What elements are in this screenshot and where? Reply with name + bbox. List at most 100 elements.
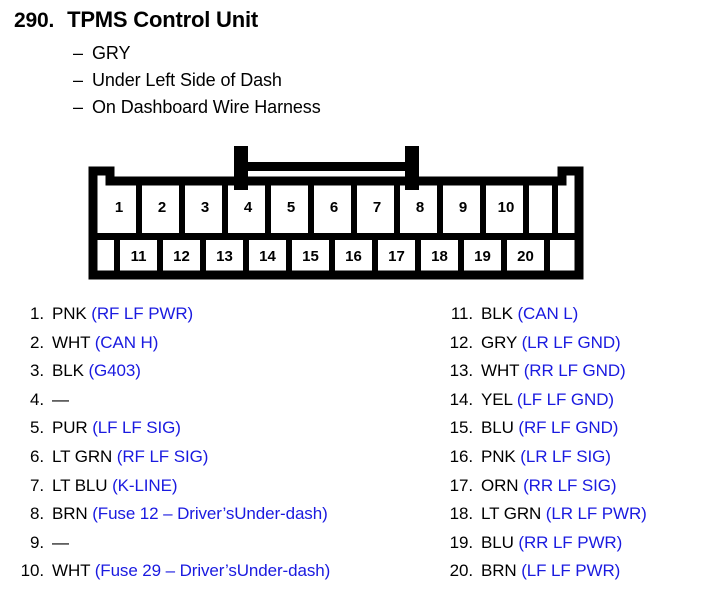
connector-outline-svg [88, 146, 584, 280]
pin-list-number: 13. [449, 361, 473, 381]
pin-list-number: 5. [30, 418, 44, 438]
connector-pin-11[interactable]: 11 [130, 248, 147, 265]
row-divider [93, 233, 579, 240]
pin-signal-name: (CAN L) [517, 304, 579, 323]
pin-list-number: 8. [30, 504, 44, 524]
pin-signal-name: (LF LF GND) [516, 389, 614, 409]
pin-signal-name: (RF LF PWR) [91, 304, 194, 323]
pin-signal-name: (LF LF PWR) [521, 561, 621, 581]
pin-list-item: 18.LT GRN (LR LF PWR) [443, 500, 703, 529]
connector-pin-5[interactable]: 5 [286, 199, 296, 216]
pin-wire-color: BLU [481, 418, 514, 438]
pin-signal-name: (CAN H) [94, 332, 159, 352]
detail-text: GRY [92, 43, 131, 63]
pin-list-item: 9. — [18, 529, 438, 558]
connector-pin-1[interactable]: 1 [114, 199, 124, 216]
connector-pin-13[interactable]: 13 [216, 248, 233, 265]
pin-list-number: 17. [449, 475, 473, 495]
pin-list-number: 19. [449, 532, 473, 552]
pin-list-item: 17.ORN (RR LF SIG) [443, 472, 703, 501]
connector-pin-4[interactable]: 4 [243, 199, 253, 216]
pin-list-item: 6. LT GRN (RF LF SIG) [18, 443, 438, 472]
bottom-row-separators [114, 238, 550, 275]
connector-pin-8[interactable]: 8 [415, 199, 425, 216]
pin-wire-color: WHT [481, 361, 520, 381]
connector-pin-12[interactable]: 12 [173, 248, 190, 265]
connector-pin-9[interactable]: 9 [458, 199, 468, 216]
pin-list-item: 3.BLK (G403) [18, 357, 438, 386]
pin-list-number: 18. [449, 504, 473, 524]
pin-list-item: 16. PNK (LR LF SIG) [443, 443, 703, 472]
pin-signal-name: (LF LF SIG) [92, 418, 181, 438]
pin-list-item: 13. WHT (RR LF GND) [443, 357, 703, 386]
pin-list-item: 14. YEL (LF LF GND) [443, 386, 703, 415]
bullet-dash-icon: – [73, 43, 83, 63]
pin-signal-name: (LR LF GND) [521, 332, 621, 352]
title-number: 290. [14, 9, 55, 32]
pin-list-item: 19.BLU (RR LF PWR) [443, 529, 703, 558]
connector-pin-7[interactable]: 7 [372, 199, 382, 216]
pin-list-number: 6. [30, 446, 44, 466]
connector-pin-17[interactable]: 17 [388, 248, 405, 265]
pin-list-item: 12.GRY (LR LF GND) [443, 329, 703, 358]
connector-pin-20[interactable]: 20 [517, 248, 534, 265]
bullet-dash-icon: – [73, 70, 83, 90]
pin-signal-name: (Fuse 29 – Driver’sUnder-dash) [94, 561, 331, 581]
pin-wire-color: BLK [481, 304, 513, 323]
pin-list-item: 15.BLU (RF LF GND) [443, 414, 703, 443]
pin-list-number: 9. [30, 532, 44, 552]
connector-diagram: 1 2 3 4 5 6 7 8 9 10 11 12 13 14 15 16 1… [88, 143, 584, 280]
pin-signal-name: (RF LF SIG) [116, 446, 209, 466]
pin-list-item: 8.BRN (Fuse 12 – Driver’sUnder-dash) [18, 500, 438, 529]
connector-pin-16[interactable]: 16 [345, 248, 362, 265]
pin-wire-color: WHT [52, 332, 91, 352]
connector-pin-15[interactable]: 15 [302, 248, 319, 265]
pin-list-number: 14. [449, 389, 473, 409]
connector-pin-18[interactable]: 18 [431, 248, 448, 265]
pin-list-item: 7.LT BLU (K-LINE) [18, 472, 438, 501]
pin-list-number: 10. [20, 561, 44, 581]
pin-wire-color: BRN [52, 504, 88, 524]
detail-text: Under Left Side of Dash [92, 70, 282, 90]
pin-list-item: 11.BLK (CAN L) [443, 300, 703, 329]
pin-signal-name: (RF LF GND) [518, 418, 619, 438]
pin-wire-color: YEL [481, 389, 513, 409]
pin-wire-color: — [52, 532, 69, 552]
connector-pin-14[interactable]: 14 [259, 248, 276, 265]
pin-list-item: 1.PNK (RF LF PWR) [18, 300, 438, 329]
pin-signal-name: (RR LF GND) [523, 361, 626, 381]
pin-list-number: 3. [30, 361, 44, 381]
connector-pin-3[interactable]: 3 [200, 199, 210, 216]
pin-wire-color: ORN [481, 475, 519, 495]
pin-list-item: 20. BRN (LF LF PWR) [443, 557, 703, 586]
page-title: 290. TPMS Control Unit [14, 7, 258, 33]
pin-wire-color: — [52, 389, 69, 409]
pin-wire-color: WHT [52, 561, 91, 581]
pin-list-item: 10. WHT (Fuse 29 – Driver’sUnder-dash) [18, 557, 438, 586]
top-row-separators [136, 185, 558, 235]
pin-wire-color: BLK [52, 361, 84, 381]
pin-list-left-column: 1.PNK (RF LF PWR)2.WHT (CAN H)3.BLK (G40… [18, 300, 438, 586]
detail-line-location: –Under Left Side of Dash [73, 70, 282, 91]
connector-pin-19[interactable]: 19 [474, 248, 491, 265]
connector-pin-10[interactable]: 10 [497, 199, 515, 216]
pin-signal-name: (LR LF PWR) [545, 504, 647, 524]
pin-list-number: 20. [449, 561, 473, 581]
pin-list-number: 16. [449, 446, 473, 466]
pin-wire-color: PNK [52, 304, 87, 323]
pin-signal-name: (K-LINE) [112, 475, 178, 495]
connector-shell-outline [88, 166, 584, 280]
connector-pin-6[interactable]: 6 [329, 199, 339, 216]
pin-wire-color: LT GRN [52, 446, 113, 466]
pin-wire-color: PNK [481, 446, 516, 466]
pin-list-item: 2.WHT (CAN H) [18, 329, 438, 358]
detail-line-connector-color: –GRY [73, 43, 130, 64]
pin-wire-color: BLU [481, 532, 514, 552]
connector-pin-2[interactable]: 2 [157, 199, 167, 216]
pin-list-right-column: 11.BLK (CAN L)12.GRY (LR LF GND) 13. WHT (… [443, 300, 703, 586]
bullet-dash-icon: – [73, 97, 83, 117]
title-text: TPMS Control Unit [67, 7, 258, 32]
pin-list-number: 12. [449, 332, 473, 352]
pin-wire-color: BRN [481, 561, 517, 581]
pin-signal-name: (LR LF SIG) [520, 446, 611, 466]
